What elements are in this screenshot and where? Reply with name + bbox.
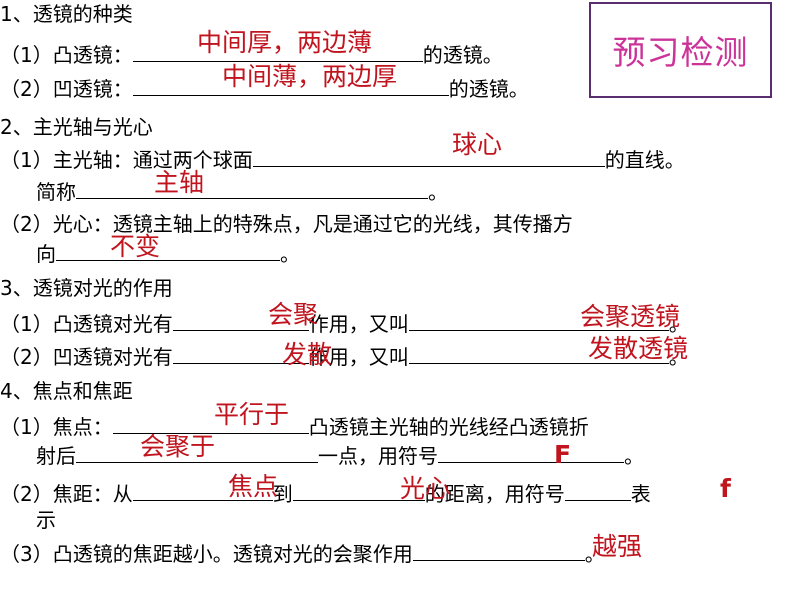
concave-effect-answer: 发散 <box>282 340 333 369</box>
section4-focus-line2: 射后 一点，用符号 。 <box>36 442 644 468</box>
focal-middle2: 的距离，用符号 <box>424 482 565 506</box>
focal-blank2[interactable] <box>292 480 425 501</box>
section4-strength-line: （3）凸透镜的焦距越小。透镜对光的会聚作用 。 <box>0 540 605 566</box>
section2-center-line2: 向。 <box>36 240 300 266</box>
center-answer: 不变 <box>110 232 161 261</box>
concave-suffix: 的透镜。 <box>448 77 529 101</box>
convex-suffix: 的透镜。 <box>422 43 503 67</box>
focal-middle: 到 <box>272 482 293 506</box>
concave-blank[interactable] <box>132 75 449 96</box>
axis-suffix: 的直线。 <box>604 148 685 172</box>
convex-effect-middle: 作用，又叫 <box>308 312 409 336</box>
convex-prefix: （1）凸透镜： <box>0 43 133 67</box>
badge-label: 预习检测 <box>612 33 749 72</box>
focal-answer1: 焦点 <box>228 472 279 501</box>
focus-prefix: （1）焦点： <box>0 415 113 439</box>
strength-blank[interactable] <box>412 540 585 561</box>
section3-convex-line: （1）凸透镜对光有 作用，又叫 。 <box>0 310 689 336</box>
focus-middle2: 一点，用符号 <box>318 444 438 468</box>
concave-effect-blank[interactable] <box>172 343 309 364</box>
preview-check-badge: 预习检测 <box>589 2 772 98</box>
concave-prefix: （2）凹透镜： <box>0 77 133 101</box>
convex-effect-suffix: 。 <box>668 312 689 336</box>
concave-effect-suffix: 。 <box>668 345 689 369</box>
focus-prefix2: 射后 <box>36 444 76 468</box>
focus-answer2: 会聚于 <box>140 432 216 461</box>
section4-focal-line2: 示 <box>36 508 56 532</box>
convex-effect-prefix: （1）凸透镜对光有 <box>0 312 173 336</box>
focus-blank1[interactable] <box>112 413 309 434</box>
section4-focus-line1: （1）焦点： 凸透镜主光轴的光线经凸透镜折 <box>0 413 589 439</box>
section2-short-line: 简称 。 <box>36 178 448 204</box>
short-prefix: 简称 <box>36 180 76 204</box>
axis-answer: 球心 <box>452 130 503 159</box>
center-suffix: 。 <box>280 242 300 266</box>
concave-effect-prefix: （2）凹透镜对光有 <box>0 345 173 369</box>
concave-name-answer: 发散透镜 <box>588 334 689 363</box>
short-blank[interactable] <box>76 178 428 199</box>
section1-heading: 1、透镜的种类 <box>0 2 133 26</box>
center-blank[interactable] <box>56 240 280 261</box>
section2-axis-line: （1）主光轴：通过两个球面 的直线。 <box>0 146 685 172</box>
focal-blank1[interactable] <box>132 480 273 501</box>
strength-answer: 越强 <box>592 532 643 561</box>
axis-prefix: （1）主光轴：通过两个球面 <box>0 148 253 172</box>
section2-center-line1: （2）光心：透镜主轴上的特殊点，凡是通过它的光线，其传播方 <box>0 212 573 236</box>
focus-symbol-blank[interactable] <box>438 442 624 463</box>
section2-heading: 2、主光轴与光心 <box>0 115 153 139</box>
concave-answer: 中间薄，两边厚 <box>222 62 398 91</box>
section4-focal-line1: （2）焦距：从 到 的距离，用符号 表 <box>0 480 651 506</box>
focal-symbol-answer: f <box>720 474 731 503</box>
convex-blank[interactable] <box>132 41 423 62</box>
focus-suffix2: 。 <box>624 444 644 468</box>
convex-answer: 中间厚，两边薄 <box>197 28 373 57</box>
focal-symbol-blank[interactable] <box>564 480 631 501</box>
short-answer: 主轴 <box>154 168 205 197</box>
convex-effect-blank[interactable] <box>172 310 309 331</box>
section3-heading: 3、透镜对光的作用 <box>0 276 173 300</box>
focal-answer2: 光心 <box>400 474 451 503</box>
convex-name-blank[interactable] <box>408 310 669 331</box>
strength-suffix: 。 <box>584 542 605 566</box>
focal-prefix: （2）焦距：从 <box>0 482 133 506</box>
section1-convex-line: （1）凸透镜： 的透镜。 <box>0 41 503 67</box>
strength-prefix: （3）凸透镜的焦距越小。透镜对光的会聚作用 <box>0 542 413 566</box>
concave-name-blank[interactable] <box>408 343 669 364</box>
focus-answer1: 平行于 <box>214 400 290 429</box>
section3-concave-line: （2）凹透镜对光有 作用，又叫 。 <box>0 343 689 369</box>
concave-effect-middle: 作用，又叫 <box>308 345 409 369</box>
axis-blank[interactable] <box>252 146 605 167</box>
center-prefix: 向 <box>36 242 56 266</box>
section1-concave-line: （2）凹透镜： 的透镜。 <box>0 75 529 101</box>
section4-heading: 4、焦点和焦距 <box>0 379 133 403</box>
short-suffix: 。 <box>428 180 448 204</box>
focal-suffix: 表 <box>630 482 651 506</box>
focus-middle: 凸透镜主光轴的光线经凸透镜折 <box>308 415 589 439</box>
focus-symbol-answer: F <box>554 440 572 469</box>
convex-effect-answer: 会聚 <box>268 300 319 329</box>
convex-name-answer: 会聚透镜 <box>580 302 681 331</box>
focus-blank2[interactable] <box>76 442 318 463</box>
